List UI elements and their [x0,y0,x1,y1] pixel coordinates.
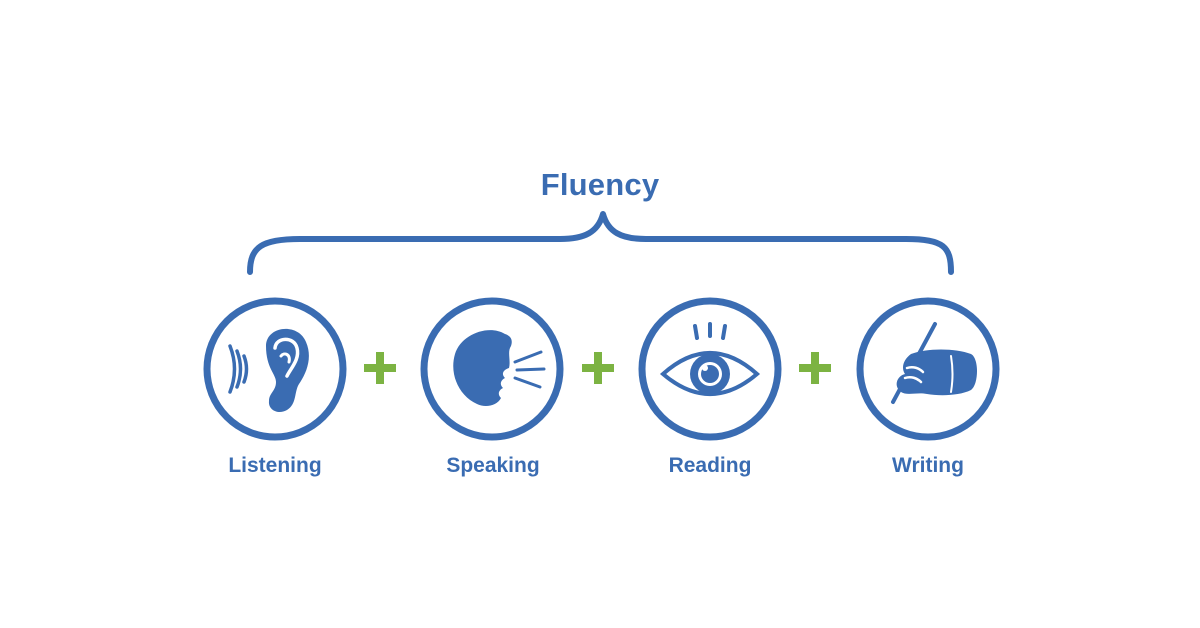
skill-listening [202,296,348,442]
skill-speaking [419,296,565,442]
skill-reading [637,296,783,442]
skill-writing [855,296,1001,442]
label-listening: Listening [228,454,322,477]
eye-icon [638,297,782,441]
label-writing: Writing [892,454,964,477]
label-speaking: Speaking [446,454,540,477]
writing-hand-icon [856,297,1000,441]
speaking-head-icon [420,297,564,441]
plus-icon [580,350,616,386]
plus-icon [362,350,398,386]
label-reading: Reading [668,454,752,477]
plus-icon [797,350,833,386]
diagram-title: Fluency [540,167,660,202]
ear-icon [203,297,347,441]
